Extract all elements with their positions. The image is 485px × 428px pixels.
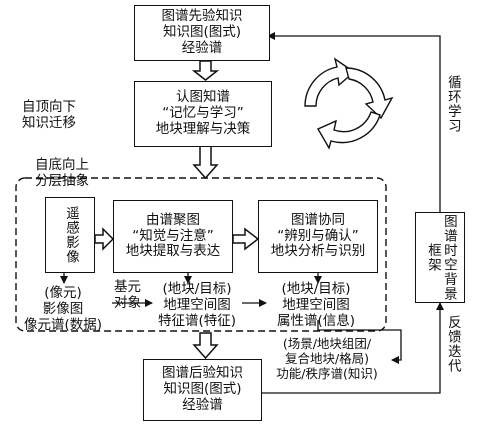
arrow-feedback-iteration bbox=[262, 302, 444, 394]
target2-line-1: (地块/目标) bbox=[281, 281, 351, 297]
feedback-iteration-label: 反馈迭代 bbox=[444, 315, 461, 373]
cognize-box: 认图知谱 “记忆与学习” 地块理解与决策 bbox=[134, 81, 272, 147]
target2-line-2: 地理空间图 bbox=[282, 296, 350, 313]
analyze-box: 图谱协同 “辨别与确认” 地块分析与识别 bbox=[258, 200, 378, 273]
bottomup-line-2: 分层抽象 bbox=[35, 172, 89, 189]
block-arrow-extract-to-analyze bbox=[232, 227, 260, 251]
analyze-line-3: 地块分析与识别 bbox=[270, 243, 366, 260]
extract-line-1: 由谱聚图 bbox=[146, 211, 200, 228]
topdown-line-1: 自顶向下 bbox=[22, 99, 76, 115]
topdown-label: 自顶向下 知识迁移 bbox=[22, 99, 76, 132]
analyze-line-2: “辨别与确认” bbox=[277, 227, 359, 244]
remote-sensing-label: 遥感影像 bbox=[62, 206, 79, 264]
posterior-line-2: 知识图(图式) bbox=[163, 381, 242, 398]
block-arrow-remote-to-extract bbox=[94, 227, 115, 251]
target2-line-3: 属性谱(信息) bbox=[276, 312, 356, 329]
target1-line-2: 地理空间图 bbox=[163, 296, 231, 313]
cognize-line-2: “记忆与学习” bbox=[162, 105, 244, 122]
bottomup-label: 自底向上 分层抽象 bbox=[35, 157, 89, 190]
scene-label: (场景/地块组团/ 复合地块/格局) 功能/秩序谱(知识) bbox=[262, 336, 392, 381]
prior-line-3: 经验谱 bbox=[181, 39, 223, 56]
prior-knowledge-box: 图谱先验知识 知识图(图式) 经验谱 bbox=[134, 5, 270, 61]
posterior-knowledge-box: 图谱后验知识 知识图(图式) 经验谱 bbox=[143, 359, 262, 421]
arrow-loop-learning bbox=[267, 32, 441, 212]
arrow-target2-to-scene bbox=[317, 320, 402, 364]
bottomup-line-1: 自底向上 bbox=[35, 157, 89, 173]
base-object-label: 基元 对象 bbox=[114, 279, 141, 312]
target1-line-1: (地块/目标) bbox=[162, 281, 232, 297]
target1-label: (地块/目标) 地理空间图 特征谱(特征) bbox=[150, 281, 244, 330]
base-line-1: 基元 bbox=[114, 279, 141, 295]
framework-box: 图谱时空背景框架 bbox=[415, 212, 465, 303]
cycle-icon bbox=[304, 57, 394, 150]
abstraction-region bbox=[15, 177, 387, 332]
framework-label: 图谱时空背景框架 bbox=[425, 214, 457, 301]
scene-line-3: 功能/秩序谱(知识) bbox=[276, 365, 378, 381]
extract-box: 由谱聚图 “知觉与注意” 地块提取与表达 bbox=[113, 200, 233, 273]
scene-line-1: (场景/地块组团/ bbox=[282, 336, 372, 351]
extract-line-2: “知觉与注意” bbox=[132, 227, 214, 244]
scene-line-2: 复合地块/格局) bbox=[284, 350, 370, 366]
posterior-line-1: 图谱后验知识 bbox=[162, 365, 243, 382]
base-line-2: 对象 bbox=[114, 294, 141, 311]
posterior-line-3: 经验谱 bbox=[182, 396, 223, 413]
analyze-line-1: 图谱协同 bbox=[291, 211, 345, 228]
extract-line-3: 地块提取与表达 bbox=[125, 243, 221, 260]
block-arrow-to-posterior bbox=[192, 332, 219, 360]
cognize-line-3: 地块理解与决策 bbox=[155, 120, 251, 137]
pixel-label: (像元) 影像图 像元谱(数据) bbox=[14, 285, 112, 334]
cognize-line-1: 认图知谱 bbox=[176, 89, 230, 106]
target1-line-3: 特征谱(特征) bbox=[157, 312, 237, 329]
prior-line-2: 知识图(图式) bbox=[162, 24, 242, 41]
topdown-line-2: 知识迁移 bbox=[22, 114, 76, 131]
remote-sensing-box: 遥感影像 bbox=[45, 197, 95, 273]
target2-label: (地块/目标) 地理空间图 属性谱(信息) bbox=[266, 281, 366, 330]
pixel-line-2: 影像图 bbox=[42, 300, 84, 317]
block-arrow-prior-to-cognize bbox=[191, 60, 220, 81]
prior-line-1: 图谱先验知识 bbox=[161, 8, 243, 25]
loop-learning-label: 循环学习 bbox=[444, 75, 461, 133]
block-arrow-cognize-down bbox=[192, 145, 219, 180]
pixel-line-3: 像元谱(数据) bbox=[23, 316, 103, 333]
pixel-line-1: (像元) bbox=[44, 285, 82, 301]
